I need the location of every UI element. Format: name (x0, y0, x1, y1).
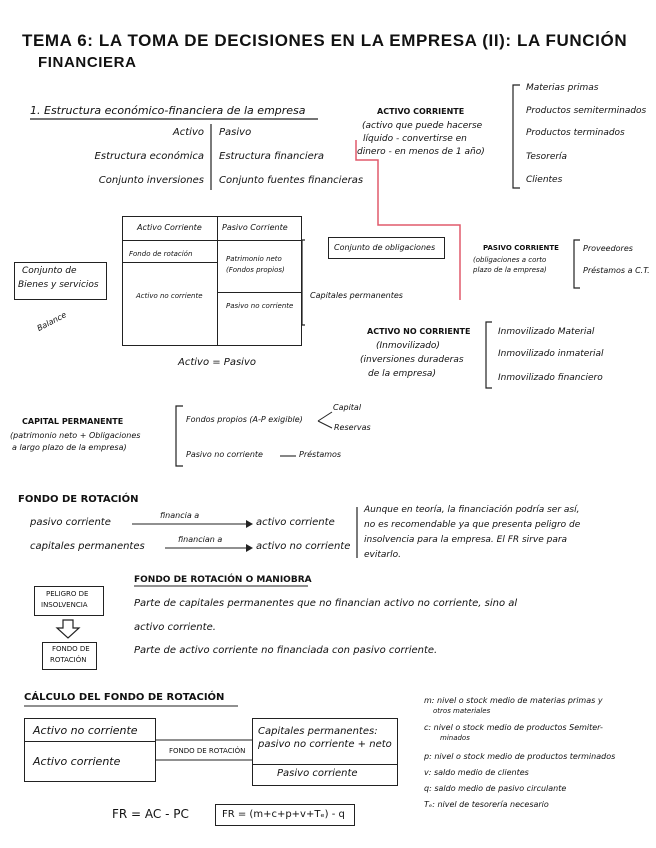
calculo-activo-no-corriente: Activo no corriente (33, 724, 138, 737)
conjunto-bienes-box (14, 262, 107, 300)
fr-row2-to: activo no corriente (256, 541, 351, 552)
legend-m-1: m: nivel o stock medio de materias prima… (424, 696, 603, 705)
activo-corriente-desc-3: dinero - en menos de 1 año) (357, 147, 485, 157)
cell-activo-corriente: Activo Corriente (137, 223, 202, 232)
legend-c-2: minados (440, 734, 470, 742)
fr-row1-verb: financia a (160, 511, 200, 520)
balance-table (122, 216, 302, 346)
section-heading-estructura: 1. Estructura económico-financiera de la… (30, 104, 306, 117)
maniobra-def2: Parte de activo corriente no financiada … (134, 645, 438, 656)
list-item: Tesorería (526, 152, 568, 162)
legend-te: Tₑ: nivel de tesorería necesario (424, 800, 549, 809)
maniobra-heading: FONDO DE ROTACIÓN O MANIOBRA (134, 575, 312, 585)
activo-label: Activo (172, 127, 204, 138)
activo-corriente-desc-1: (activo que puede hacerse (362, 121, 483, 131)
activo-no-corriente-title: ACTIVO NO CORRIENTE (367, 327, 471, 336)
activo-pasivo-equation: Activo = Pasivo (178, 357, 256, 368)
formula-fr-detailed: FR = (m+c+p+v+Tₑ) - q (222, 809, 345, 820)
pasivo-corriente-desc-1: (obligaciones a corto (473, 256, 547, 264)
list-item: Proveedores (583, 244, 633, 253)
cell-fondo-rotacion: Fondo de rotación (129, 250, 193, 258)
cell-pasivo-corriente: Pasivo Corriente (222, 223, 288, 232)
legend-v: v: saldo medio de clientes (424, 768, 529, 777)
estructura-economica-label: Estructura económica (94, 151, 204, 162)
pasivo-corriente-title: PASIVO CORRIENTE (483, 244, 559, 252)
legend-p: p: nivel o stock medio de productos term… (424, 752, 616, 761)
fondo-box-line2: ROTACIÓN (50, 656, 87, 664)
fr-row1-from: pasivo corriente (30, 517, 111, 528)
list-item: Inmovilizado Material (498, 327, 595, 337)
capital-permanente-desc-1: (patrimonio neto + Obligaciones (10, 431, 141, 440)
list-item: Inmovilizado financiero (498, 373, 603, 383)
fr-note-1: Aunque en teoría, la financiación podría… (364, 505, 580, 515)
peligro-line1: PELIGRO DE (46, 590, 89, 598)
cell-activo-no-corriente: Activo no corriente (136, 292, 203, 300)
capital-permanente-title: CAPITAL PERMANENTE (22, 417, 124, 426)
formula-fr-basic: FR = AC - PC (112, 807, 189, 821)
conjunto-bienes-line2: Bienes y servicios (18, 280, 99, 290)
list-item: Inmovilizado inmaterial (498, 349, 604, 359)
list-item: Clientes (526, 175, 563, 185)
maniobra-def1-a: Parte de capitales permanentes que no fi… (134, 598, 518, 609)
formula-box (215, 804, 355, 826)
list-item: Productos terminados (526, 128, 625, 138)
fr-row1-to: activo corriente (256, 517, 335, 528)
list-item: Materias primas (526, 83, 599, 93)
pasivo-label: Pasivo (219, 127, 252, 138)
calculo-heading: CÁLCULO DEL FONDO DE ROTACIÓN (24, 692, 225, 703)
cell-pasivo-no-corriente: Pasivo no corriente (226, 302, 294, 310)
legend-q: q: saldo medio de pasivo circulante (424, 784, 567, 793)
calculo-left-box (24, 718, 156, 782)
fr-row2-from: capitales permanentes (30, 541, 145, 552)
legend-m-2: otros materiales (433, 707, 491, 715)
activo-no-corriente-desc-1: (Inmovilizado) (376, 341, 440, 351)
capitales-permanentes-label: Capitales permanentes (310, 291, 403, 300)
capital-permanente-desc-2: a largo plazo de la empresa) (12, 443, 127, 452)
fondo-rotacion-heading: FONDO DE ROTACIÓN (18, 494, 139, 505)
prestamos-label: Préstamos (299, 450, 342, 459)
legend-c-1: c: nivel o stock medio de productos Semi… (424, 723, 603, 732)
cell-patrimonio-neto: Patrimonio neto (226, 255, 282, 263)
conjunto-fuentes-label: Conjunto fuentes financieras (219, 175, 364, 186)
activo-no-corriente-desc-2: (inversiones duraderas (360, 355, 464, 365)
fr-note-3: insolvencia para la empresa. El FR sirve… (364, 535, 568, 545)
calculo-pasivo-corriente: Pasivo corriente (277, 768, 358, 779)
estructura-financiera-label: Estructura financiera (219, 151, 325, 162)
conjunto-obligaciones-label: Conjunto de obligaciones (334, 243, 436, 252)
fondo-rotacion-box (42, 642, 97, 670)
activo-no-corriente-desc-3: de la empresa) (368, 369, 436, 379)
maniobra-def1-b: activo corriente. (134, 622, 216, 633)
calculo-fondo-rotacion: FONDO DE ROTACIÓN (169, 747, 246, 755)
conjunto-bienes-line1: Conjunto de (22, 266, 77, 276)
list-item: Préstamos a C.T. (583, 266, 650, 275)
fondo-box-line1: FONDO DE (52, 645, 90, 653)
conjunto-obligaciones-box (328, 237, 445, 259)
page-title: TEMA 6: LA TOMA DE DECISIONES EN LA EMPR… (22, 31, 628, 50)
fr-note-4: evitarlo. (364, 550, 401, 560)
reservas-label: Reservas (334, 423, 371, 432)
calculo-activo-corriente: Activo corriente (33, 755, 121, 768)
capital-label: Capital (333, 403, 362, 412)
pasivo-nc-label: Pasivo no corriente (186, 450, 263, 459)
page-title-continued: FINANCIERA (38, 54, 137, 71)
fr-note-2: no es recomendable ya que presenta pelig… (364, 520, 581, 530)
cell-fondos-propios: (Fondos propios) (226, 266, 285, 274)
pasivo-corriente-desc-2: plazo de la empresa) (473, 266, 547, 274)
calculo-pasivo-no-corriente-neto: pasivo no corriente + neto (258, 739, 392, 750)
fr-row2-verb: financian a (178, 535, 223, 544)
activo-corriente-desc-2: líquido - convertirse en (363, 134, 467, 144)
conjunto-inversiones-label: Conjunto inversiones (98, 175, 204, 186)
peligro-insolvencia-box (34, 586, 104, 616)
activo-corriente-title: ACTIVO CORRIENTE (377, 107, 465, 116)
peligro-line2: INSOLVENCIA (41, 601, 88, 609)
calculo-right-box (252, 718, 398, 786)
fondos-propios-label: Fondos propios (A-P exigible) (186, 415, 303, 424)
list-item: Productos semiterminados (526, 106, 647, 116)
calculo-capitales-permanentes: Capitales permanentes: (258, 726, 378, 737)
